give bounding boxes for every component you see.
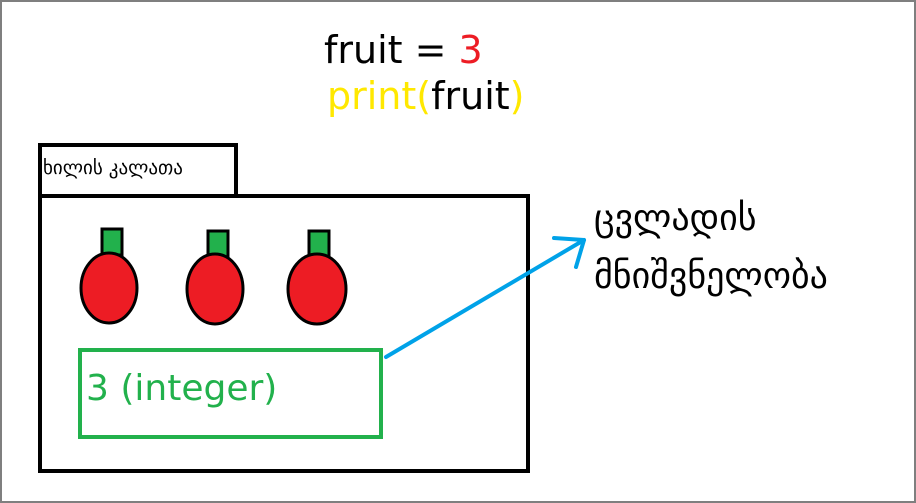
print-function: print: [327, 74, 417, 118]
apple-icon: [79, 227, 139, 325]
code-print: print(fruit): [327, 74, 525, 118]
annotation-line-1: ცვლადის: [594, 198, 757, 239]
apple-icon: [286, 229, 348, 326]
assign-operator: =: [402, 28, 459, 72]
assigned-number: 3: [458, 28, 483, 72]
basket-label: ხილის კალათა: [43, 157, 183, 179]
close-paren: ): [509, 74, 525, 118]
arrow-icon: [384, 236, 586, 359]
apple-icon: [185, 229, 245, 326]
variable-name: fruit: [324, 28, 403, 72]
code-assignment: fruit = 3: [324, 28, 483, 72]
value-label: 3 (integer): [86, 368, 278, 409]
open-paren: (: [416, 74, 432, 118]
value-box: 3 (integer): [78, 348, 383, 439]
annotation-line-2: მნიშვნელობა: [594, 256, 828, 297]
print-argument: fruit: [431, 74, 510, 118]
basket-label-tab: ხილის კალათა: [38, 143, 238, 198]
